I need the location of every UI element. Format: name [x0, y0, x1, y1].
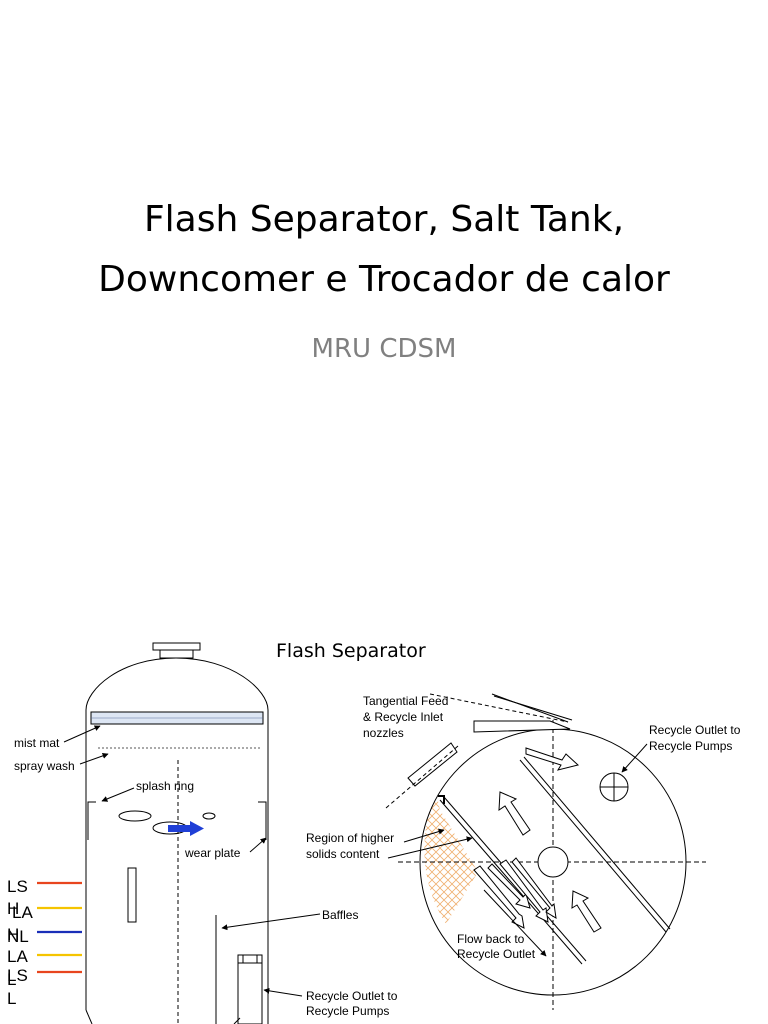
baffle-left: [127, 867, 137, 923]
level-label-h-2: H: [7, 925, 19, 944]
label-flowback-1: Flow back to: [457, 932, 525, 946]
level-label-la-1: LA: [12, 903, 33, 922]
label-baffles: Baffles: [322, 908, 358, 922]
inlet-ellipse-1: [118, 810, 152, 822]
level-label-l-2: L: [7, 989, 16, 1008]
vessel-side-view: [85, 642, 269, 1024]
level-label-nl: NL: [7, 927, 29, 946]
solids-region-hatch: [424, 792, 478, 924]
level-label-ls-2: LS: [7, 966, 28, 985]
plan-baffle-2: [439, 799, 583, 965]
recycle-outlet-pipe: [237, 954, 263, 1024]
label-recycle-outlet-plan-2: Recycle Pumps: [649, 739, 732, 753]
inlet-ellipse-3: [202, 812, 216, 820]
top-nozzle-flange: [152, 642, 201, 651]
label-recycle-outlet-side-1: Recycle Outlet to: [306, 989, 398, 1003]
level-labels: LS H LA H NL LA L LS L: [7, 877, 33, 1008]
plan-center-outlet: [537, 846, 569, 878]
level-label-l-1: L: [7, 970, 16, 989]
plan-inlet-nozzle-left: [407, 742, 458, 787]
label-wear-plate: wear plate: [184, 846, 241, 860]
label-tangential-1: Tangential Feed: [363, 694, 448, 708]
label-mist-mat: mist mat: [14, 736, 60, 750]
level-label-ls-1: LS: [7, 877, 28, 896]
label-region-1: Region of higher: [306, 831, 394, 845]
label-tangential-3: nozzles: [363, 726, 404, 740]
side-view-labels: mist mat spray wash splash ring wear pla…: [14, 725, 398, 1018]
label-region-2: solids content: [306, 847, 380, 861]
splash-ring-right: [258, 801, 267, 840]
plan-baffle-1: [519, 759, 667, 933]
slide-title-line-1: Flash Separator, Salt Tank,: [143, 199, 625, 240]
flow-arrow: [168, 821, 204, 836]
top-nozzle: [159, 649, 194, 659]
level-label-h-1: H: [7, 899, 19, 918]
plan-flow-arrows: [473, 747, 602, 933]
vessel-plan-view: [385, 693, 706, 1010]
label-flowback-2: Recycle Outlet: [457, 947, 536, 961]
label-recycle-outlet-side-2: Recycle Pumps: [306, 1004, 389, 1018]
slide-title: Flash Separator, Salt Tank, Downcomer e …: [0, 190, 768, 310]
vessel-dome: [85, 657, 269, 711]
plan-view-labels: Tangential Feed & Recycle Inlet nozzles …: [306, 694, 741, 961]
slide-title-line-2: Downcomer e Trocador de calor: [98, 259, 670, 300]
label-spray-wash: spray wash: [14, 759, 75, 773]
level-lines: [37, 881, 82, 974]
label-tangential-2: & Recycle Inlet: [363, 710, 444, 724]
level-label-la-2: LA: [7, 947, 28, 966]
label-recycle-outlet-plan-1: Recycle Outlet to: [649, 723, 741, 737]
splash-ring-left: [87, 801, 96, 840]
figure-title: Flash Separator: [276, 640, 426, 662]
plan-inlet-nozzle-top: [473, 720, 571, 733]
label-splash-ring: splash ring: [136, 779, 194, 793]
slide-subtitle: MRU CDSM: [311, 334, 457, 364]
